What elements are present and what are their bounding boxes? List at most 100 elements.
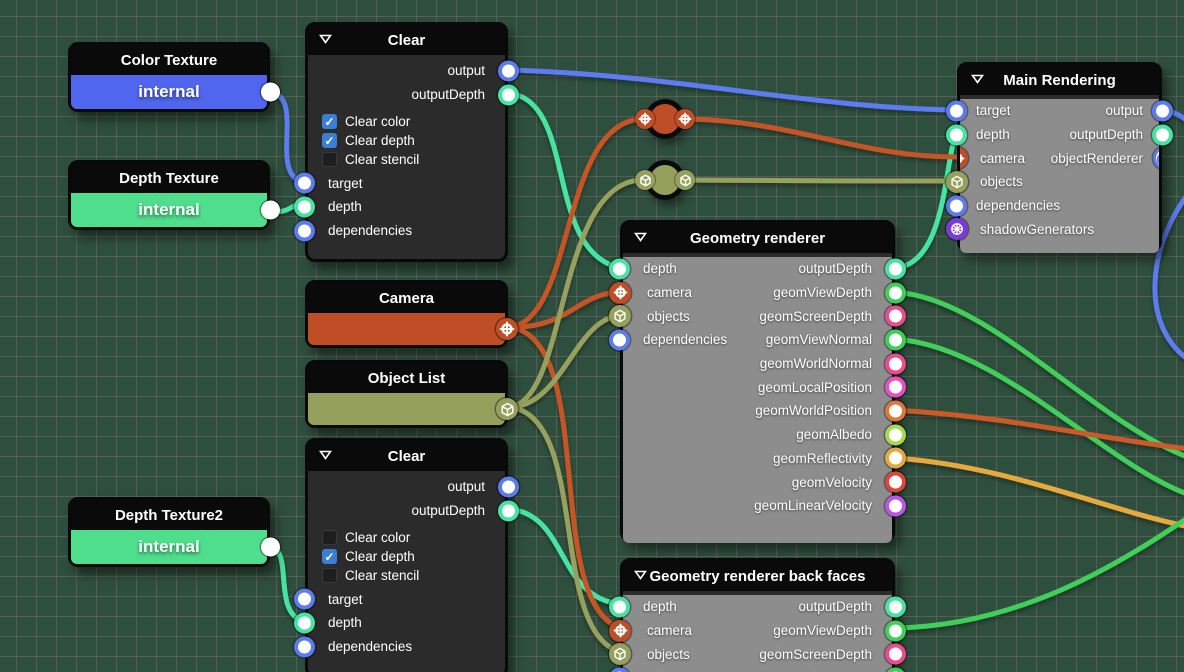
wire-geoback-geomviewdepth-offscreen[interactable] bbox=[892, 516, 1184, 631]
wire-camera-to-elbow[interactable] bbox=[507, 116, 643, 330]
node-header[interactable]: Object List bbox=[308, 363, 505, 393]
input-port[interactable] bbox=[294, 612, 315, 634]
node-clear-1[interactable]: Clear output outputDepth ✓Clear color ✓C… bbox=[294, 22, 519, 262]
output-port[interactable] bbox=[885, 471, 906, 493]
node-clear-2[interactable]: Clear output outputDepth Clear color ✓Cl… bbox=[294, 438, 519, 672]
wire-clear-output-to-main-target[interactable] bbox=[505, 67, 960, 113]
collapse-triangle-icon[interactable] bbox=[318, 34, 333, 44]
node-depth-texture2[interactable]: Depth Texture2 internal bbox=[68, 497, 280, 567]
checkbox-clear-depth[interactable]: ✓ bbox=[322, 133, 337, 149]
checkbox-clear-depth[interactable]: ✓ bbox=[322, 549, 337, 565]
cube-icon[interactable] bbox=[609, 305, 631, 328]
node-header[interactable]: Geometry renderer back faces bbox=[623, 561, 892, 591]
wire-clear2-outputdepth-to-geoback-depth[interactable] bbox=[505, 506, 623, 607]
output-port[interactable] bbox=[885, 596, 906, 618]
wire-main-output-offscreen-b[interactable] bbox=[1152, 183, 1184, 365]
camera-crosshair-icon[interactable] bbox=[609, 619, 631, 642]
output-port[interactable] bbox=[885, 282, 906, 304]
wire-geo-geomviewdepth-offscreen[interactable] bbox=[892, 289, 1184, 459]
output-port[interactable] bbox=[261, 82, 280, 102]
output-port[interactable] bbox=[885, 424, 906, 446]
node-color-texture[interactable]: Color Texture internal bbox=[68, 42, 280, 112]
cube-icon[interactable] bbox=[635, 170, 655, 190]
output-port[interactable] bbox=[261, 537, 280, 557]
wire-camera-to-geoback-camera[interactable] bbox=[507, 324, 623, 631]
elbow-node-objects[interactable] bbox=[635, 160, 695, 200]
shadow-generator-icon[interactable] bbox=[946, 218, 968, 241]
node-header[interactable]: Clear bbox=[308, 441, 505, 471]
object-renderer-icon[interactable] bbox=[1156, 149, 1159, 167]
cube-icon[interactable] bbox=[609, 643, 631, 666]
wire-objectlist-to-geoback-objects[interactable] bbox=[507, 404, 623, 655]
wire-clear-outputdepth-to-geo-depth[interactable] bbox=[505, 90, 623, 271]
collapse-triangle-icon[interactable] bbox=[633, 232, 648, 242]
input-port[interactable] bbox=[609, 329, 630, 351]
output-port[interactable] bbox=[885, 376, 906, 398]
output-port[interactable] bbox=[885, 258, 906, 280]
wire-objectlist-to-geo-objects[interactable] bbox=[507, 313, 623, 410]
node-header[interactable]: Clear bbox=[308, 25, 505, 55]
output-port[interactable] bbox=[1152, 124, 1173, 146]
input-port[interactable] bbox=[294, 196, 315, 218]
output-port[interactable] bbox=[498, 500, 519, 522]
output-port[interactable] bbox=[498, 84, 519, 106]
input-port[interactable] bbox=[294, 588, 315, 610]
wire-colortexture-to-clear-target[interactable] bbox=[267, 89, 306, 185]
checkbox-clear-stencil[interactable] bbox=[322, 152, 337, 168]
output-port[interactable] bbox=[885, 495, 906, 517]
wire-elbow-to-main-camera[interactable] bbox=[685, 116, 960, 160]
camera-crosshair-icon[interactable] bbox=[675, 109, 695, 129]
node-depth-texture[interactable]: Depth Texture internal bbox=[68, 160, 280, 230]
output-port[interactable] bbox=[1152, 100, 1173, 122]
camera-crosshair-icon[interactable] bbox=[635, 109, 655, 129]
output-port[interactable] bbox=[498, 60, 519, 82]
output-port[interactable] bbox=[885, 305, 906, 327]
node-header[interactable]: Depth Texture2 bbox=[71, 500, 267, 530]
checkbox-clear-stencil[interactable] bbox=[322, 568, 337, 584]
collapse-triangle-icon[interactable] bbox=[318, 450, 333, 460]
output-port[interactable] bbox=[498, 476, 519, 498]
cube-icon[interactable] bbox=[946, 170, 968, 193]
input-port[interactable] bbox=[294, 636, 315, 658]
node-header[interactable]: Geometry renderer bbox=[623, 223, 892, 253]
output-port[interactable] bbox=[885, 447, 906, 469]
node-main-rendering[interactable]: Main Rendering target output depth outpu… bbox=[946, 62, 1173, 253]
elbow-node-camera[interactable] bbox=[635, 99, 695, 139]
node-object-list[interactable]: Object List bbox=[305, 360, 518, 428]
output-port[interactable] bbox=[885, 353, 906, 375]
node-geometry-renderer[interactable]: Geometry renderer depth outputDepth came… bbox=[609, 220, 906, 543]
camera-crosshair-icon[interactable] bbox=[960, 147, 968, 170]
output-port[interactable] bbox=[885, 620, 906, 642]
input-port[interactable] bbox=[294, 220, 315, 242]
camera-crosshair-icon[interactable] bbox=[609, 281, 631, 304]
input-port[interactable] bbox=[946, 100, 967, 122]
input-port[interactable] bbox=[946, 124, 967, 146]
input-port[interactable] bbox=[609, 258, 630, 280]
wire-geo-geomreflectivity-offscreen[interactable] bbox=[892, 455, 1184, 529]
input-port[interactable] bbox=[946, 195, 967, 217]
output-port[interactable] bbox=[885, 643, 906, 665]
output-port[interactable] bbox=[261, 200, 280, 220]
node-camera[interactable]: Camera bbox=[305, 280, 518, 348]
output-port[interactable] bbox=[885, 329, 906, 351]
node-header[interactable]: Depth Texture bbox=[71, 163, 267, 193]
input-port[interactable] bbox=[294, 172, 315, 194]
camera-crosshair-icon[interactable] bbox=[496, 318, 518, 340]
node-header[interactable]: Camera bbox=[308, 283, 505, 313]
wire-depthtexture2-to-clear2-depth[interactable] bbox=[267, 544, 306, 624]
cube-icon[interactable] bbox=[496, 398, 518, 420]
collapse-triangle-icon[interactable] bbox=[633, 570, 648, 580]
wire-elbow-to-main-objects[interactable] bbox=[685, 177, 960, 184]
node-geometry-renderer-back-faces[interactable]: Geometry renderer back faces depth outpu… bbox=[609, 558, 906, 672]
wire-objectlist-to-elbow[interactable] bbox=[507, 177, 643, 410]
wire-camera-to-geo-camera[interactable] bbox=[507, 289, 623, 330]
wire-geo-geomviewnormal-offscreen[interactable] bbox=[892, 336, 1184, 496]
wire-geo-geomworldposition-offscreen[interactable] bbox=[892, 407, 1184, 451]
output-port[interactable] bbox=[885, 400, 906, 422]
input-port[interactable] bbox=[609, 596, 630, 618]
node-header[interactable]: Main Rendering bbox=[960, 65, 1159, 95]
node-header[interactable]: Color Texture bbox=[71, 45, 267, 75]
checkbox-clear-color[interactable]: ✓ bbox=[322, 114, 337, 130]
collapse-triangle-icon[interactable] bbox=[970, 74, 985, 84]
